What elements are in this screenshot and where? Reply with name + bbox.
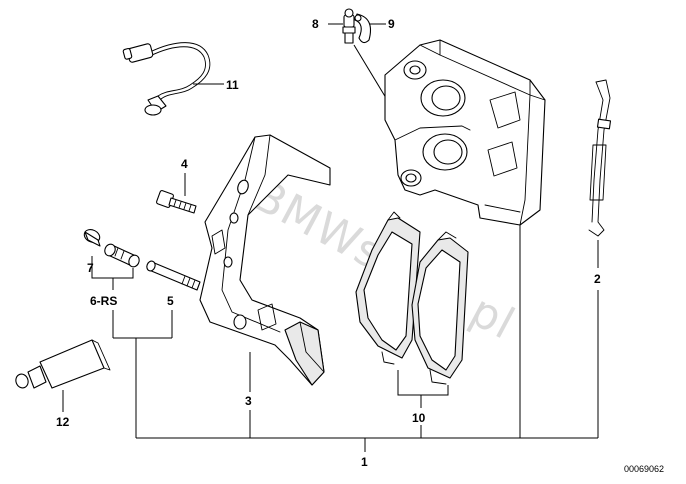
part-4-bolt	[156, 190, 197, 214]
part-12-grease-tube	[15, 339, 111, 389]
part-11-wear-sensor	[122, 42, 211, 116]
label-part-4: 4	[181, 157, 188, 171]
part-8-9-bleeder	[342, 8, 372, 44]
label-part-10: 10	[412, 411, 426, 425]
part-5-guide-pin	[146, 260, 201, 291]
label-part-12: 12	[56, 415, 70, 429]
diagram-id: 00069062	[624, 464, 664, 474]
caliper-housing	[384, 39, 546, 226]
label-part-5: 5	[167, 294, 174, 308]
label-part-8: 8	[312, 17, 319, 31]
label-part-7: 7	[87, 261, 94, 275]
label-part-1: 1	[361, 455, 368, 469]
part-6rs-sleeve	[104, 243, 140, 268]
part-7-bushing	[83, 229, 101, 247]
label-part-9: 9	[388, 17, 395, 31]
part-2-spring	[588, 79, 612, 237]
label-part-11: 11	[226, 78, 239, 92]
label-part-6-rs: 6-RS	[90, 294, 117, 308]
part-3-carrier-bracket	[199, 134, 331, 386]
label-part-3: 3	[245, 394, 252, 408]
part-10-brake-pads	[355, 211, 469, 385]
label-part-2: 2	[594, 272, 601, 286]
